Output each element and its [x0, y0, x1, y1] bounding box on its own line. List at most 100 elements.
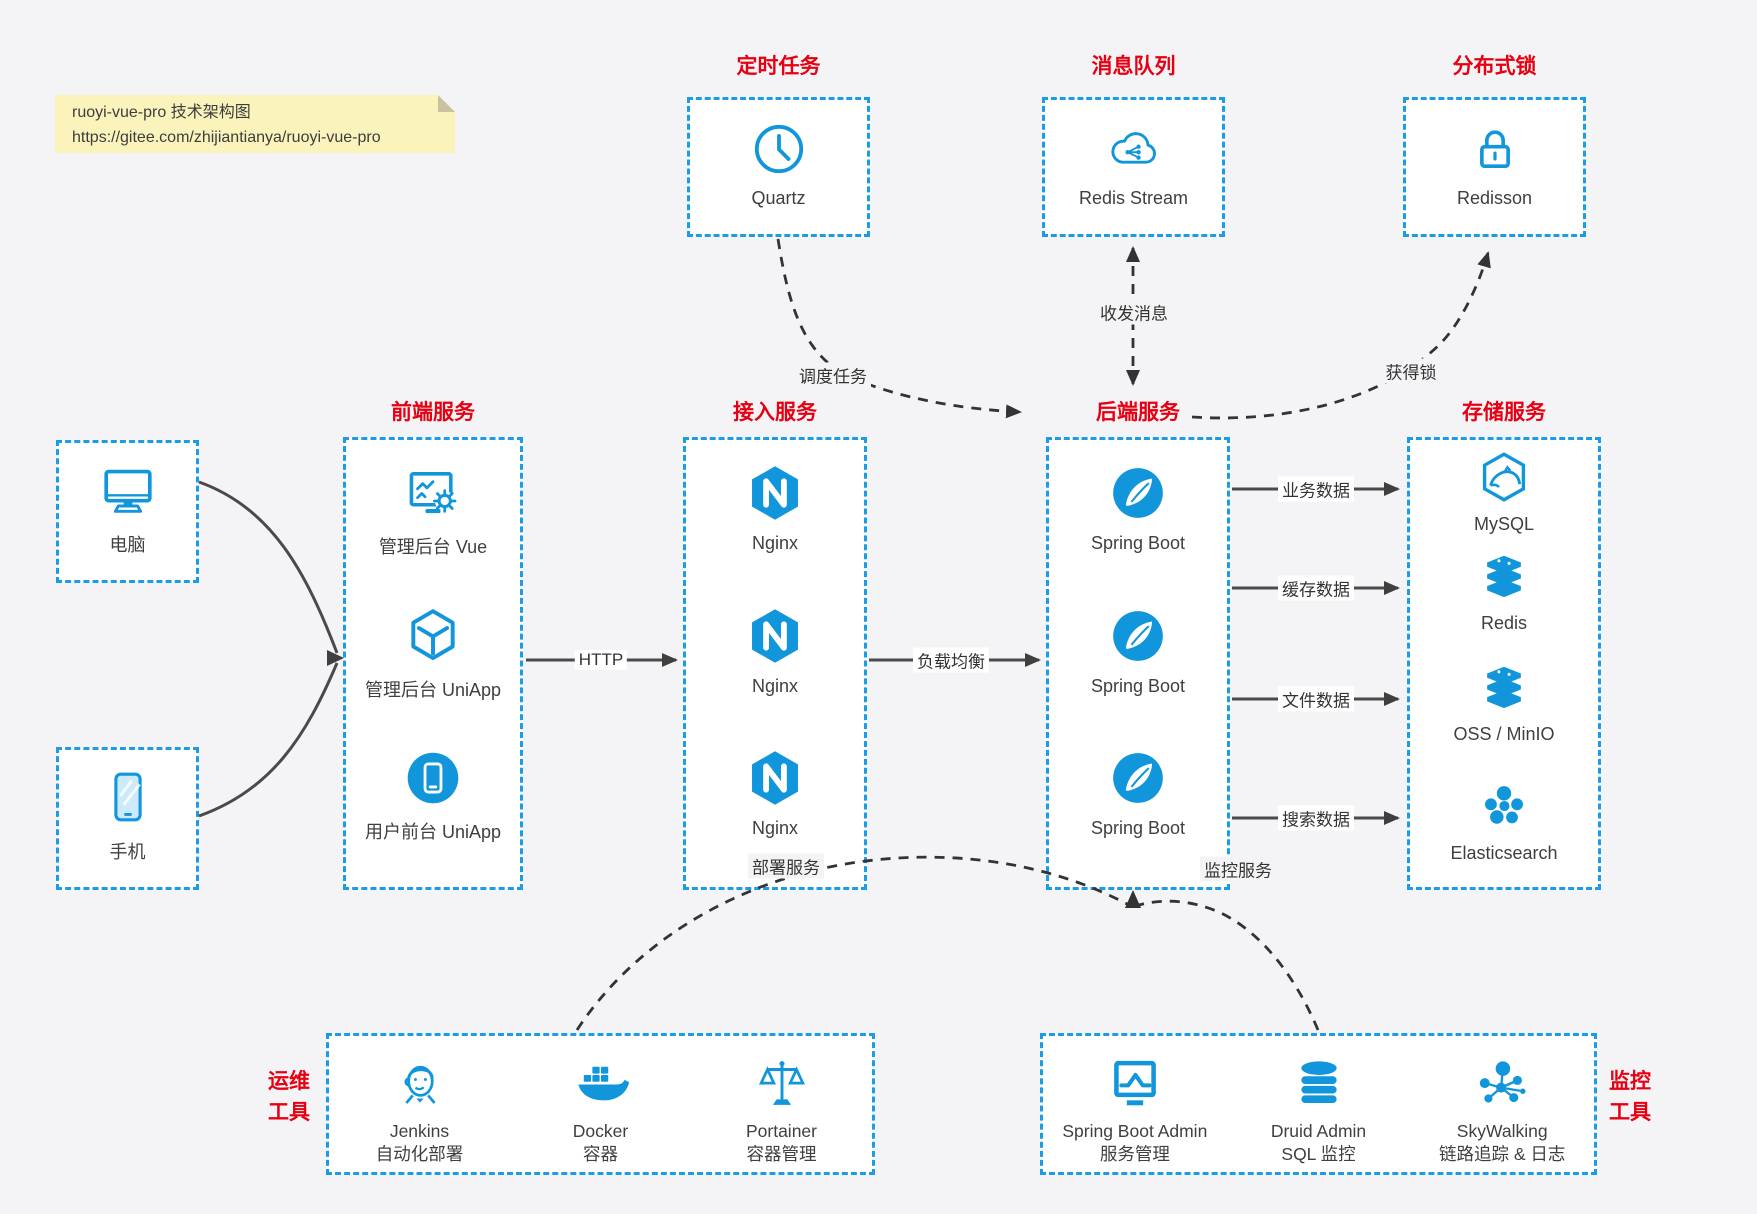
cloud-message-icon: [1105, 120, 1163, 178]
node-nginx-2: Nginx: [686, 606, 864, 697]
edge-label-search-data: 搜索数据: [1278, 805, 1354, 831]
node-quartz: Quartz: [687, 97, 870, 237]
docker-icon: [572, 1055, 630, 1113]
spring-boot-admin-icon: [1106, 1055, 1164, 1113]
elasticsearch-icon: [1477, 779, 1531, 833]
node-label: Nginx: [751, 533, 799, 553]
tool-name: Jenkins: [389, 1121, 450, 1141]
edge-acquire-lock: [1191, 251, 1491, 420]
edge-label-send-receive-msg: 收发消息: [1096, 299, 1172, 325]
node-nginx-1: Nginx: [686, 463, 864, 554]
node-label: Spring Boot: [1090, 676, 1186, 696]
group-box-monitor-tools: Spring Boot Admin 服务管理 Druid Admin SQL 监…: [1040, 1033, 1597, 1175]
edge-label-cache-data: 缓存数据: [1278, 575, 1354, 601]
node-label: Elasticsearch: [1450, 843, 1558, 863]
title-distributed-lock: 分布式锁: [1452, 55, 1537, 78]
edge-label-file-data: 文件数据: [1278, 686, 1354, 712]
redis-stack-icon: [1477, 549, 1531, 603]
node-label: Redis Stream: [1078, 188, 1189, 208]
node-label: 管理后台 Vue: [378, 537, 488, 557]
node-label: OSS / MinIO: [1453, 724, 1555, 744]
tool-desc: 自动化部署: [375, 1144, 464, 1164]
edge-monitor-service: [1138, 899, 1320, 1031]
tool-desc: 链路追踪 & 日志: [1438, 1144, 1566, 1164]
note-title: ruoyi-vue-pro 技术架构图: [72, 104, 251, 121]
node-mysql: MySQL: [1410, 450, 1598, 535]
nginx-icon: [745, 463, 805, 523]
node-oss-minio: OSS / MinIO: [1410, 660, 1598, 745]
group-box-access: Nginx Nginx Nginx: [683, 437, 867, 890]
node-label: Nginx: [751, 818, 799, 838]
edge-phone-to-frontend: [198, 662, 339, 818]
node-druid-admin: Druid Admin SQL 监控: [1227, 1036, 1411, 1166]
title-ops-tools: 运维 工具: [234, 1066, 310, 1128]
tool-name: Spring Boot Admin: [1062, 1121, 1208, 1141]
title-backend-services: 后端服务: [1096, 401, 1180, 424]
node-redis: Redis: [1410, 549, 1598, 634]
node-admin-vue: 管理后台 Vue: [346, 463, 520, 559]
node-mobile-client: 手机: [56, 747, 199, 890]
node-label: Quartz: [751, 188, 806, 208]
title-monitor-tools: 监控 工具: [1609, 1066, 1685, 1128]
edge-label-acquire-lock: 获得锁: [1381, 358, 1441, 384]
node-admin-uniapp: 管理后台 UniApp: [346, 606, 520, 702]
node-spring-boot-2: Spring Boot: [1049, 606, 1227, 697]
clients-merge-arrowhead: [327, 650, 344, 666]
title-frontend-services: 前端服务: [391, 401, 475, 424]
uniapp-cube-icon: [403, 606, 463, 666]
node-portainer: Portainer 容器管理: [691, 1036, 872, 1166]
nginx-icon: [745, 748, 805, 808]
storage-stack-icon: [1477, 660, 1531, 714]
note-url: https://gitee.com/zhijiantianya/ruoyi-vu…: [72, 129, 381, 146]
group-box-backend: Spring Boot Spring Boot Spring Boot: [1046, 437, 1230, 890]
spring-boot-icon: [1108, 463, 1168, 523]
edge-pc-to-frontend: [198, 480, 339, 654]
edge-label-deploy-service: 部署服务: [748, 853, 824, 879]
node-label: Redisson: [1456, 188, 1533, 208]
node-redis-stream: Redis Stream: [1042, 97, 1225, 237]
node-spring-boot-1: Spring Boot: [1049, 463, 1227, 554]
group-box-ops-tools: Jenkins 自动化部署 Docker 容器 Portainer 容器管理: [326, 1033, 875, 1175]
title-ops-line2: 工具: [268, 1101, 310, 1124]
desktop-icon: [97, 459, 159, 521]
edge-label-business-data: 业务数据: [1278, 476, 1354, 502]
smartphone-icon: [97, 766, 159, 828]
mysql-icon: [1477, 450, 1531, 504]
tool-desc: SQL 监控: [1281, 1144, 1356, 1164]
node-label: Spring Boot: [1090, 818, 1186, 838]
node-pc-client: 电脑: [56, 440, 199, 583]
title-message-queue: 消息队列: [1091, 55, 1176, 78]
druid-icon: [1290, 1055, 1348, 1113]
edge-label-schedule-task: 调度任务: [795, 362, 871, 388]
spring-boot-icon: [1108, 748, 1168, 808]
edge-label-monitor-service: 监控服务: [1200, 856, 1276, 882]
node-label: 电脑: [109, 535, 146, 555]
node-nginx-3: Nginx: [686, 748, 864, 839]
node-redisson: Redisson: [1403, 97, 1586, 237]
lock-icon: [1466, 120, 1524, 178]
node-skywalking: SkyWalking 链路追踪 & 日志: [1410, 1036, 1594, 1166]
node-label: MySQL: [1473, 514, 1534, 534]
title-scheduled-task: 定时任务: [736, 55, 821, 78]
node-user-uniapp: 用户前台 UniApp: [346, 748, 520, 844]
title-ops-line1: 运维: [268, 1070, 310, 1093]
tool-name: SkyWalking: [1456, 1121, 1548, 1141]
node-elasticsearch: Elasticsearch: [1410, 779, 1598, 864]
user-app-icon: [403, 748, 463, 808]
tool-name: Druid Admin: [1270, 1121, 1367, 1141]
node-label: Nginx: [751, 676, 799, 696]
tool-desc: 容器管理: [746, 1144, 817, 1164]
node-spring-boot-admin: Spring Boot Admin 服务管理: [1043, 1036, 1227, 1166]
title-monitor-line1: 监控: [1609, 1070, 1651, 1093]
node-label: Spring Boot: [1090, 533, 1186, 553]
node-label: Redis: [1480, 613, 1528, 633]
group-box-frontend: 管理后台 Vue 管理后台 UniApp 用户前台 UniApp: [343, 437, 523, 890]
node-spring-boot-3: Spring Boot: [1049, 748, 1227, 839]
portainer-icon: [753, 1055, 811, 1113]
tool-desc: 服务管理: [1099, 1144, 1170, 1164]
tool-name: Docker: [572, 1121, 629, 1141]
title-storage-services: 存储服务: [1462, 401, 1546, 424]
jenkins-icon: [391, 1055, 449, 1113]
title-monitor-line2: 工具: [1609, 1101, 1651, 1124]
